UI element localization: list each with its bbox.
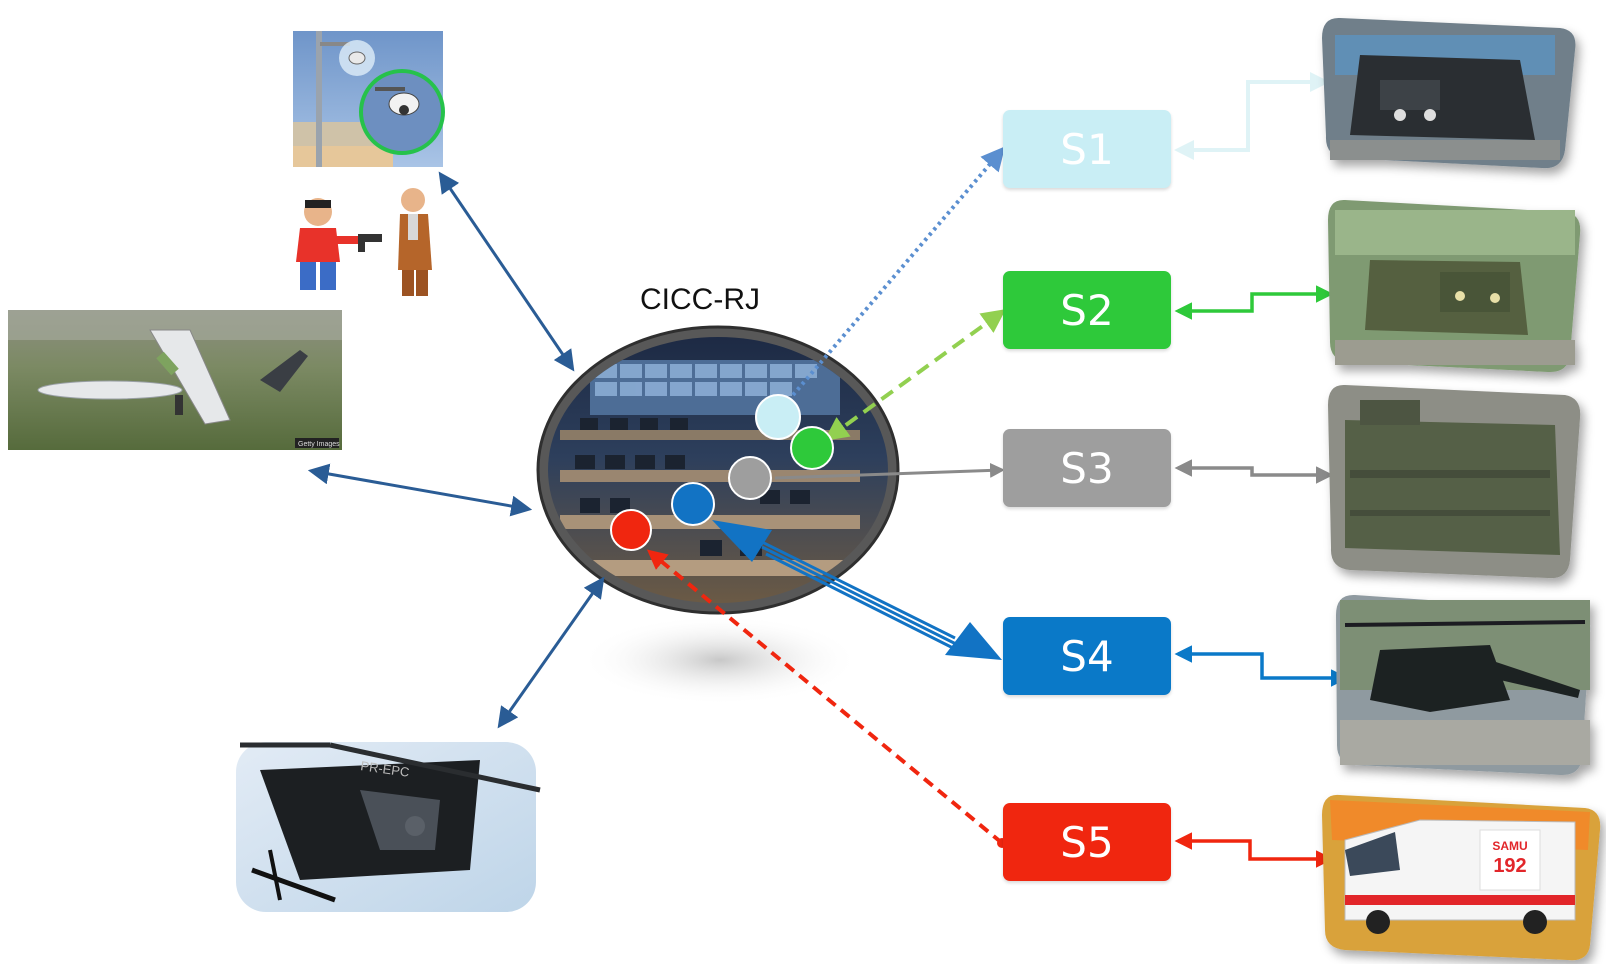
link-s4-vehicle [1174, 645, 1349, 687]
army-trucks-icon [1328, 199, 1581, 373]
link-center-s4 [712, 520, 1002, 660]
link-center-s2 [824, 309, 1006, 441]
amphibious-vehicle-icon [1328, 384, 1581, 579]
ambulance-icon: SAMU 192 [1322, 794, 1601, 961]
ambulance-192-label: 192 [1493, 855, 1526, 877]
link-s2-vehicle [1174, 285, 1334, 320]
link-center-s5 [646, 549, 1004, 845]
link-center-s3 [774, 462, 1005, 480]
cctv-camera-icon [293, 31, 445, 167]
military-helicopter-icon [1336, 594, 1591, 776]
ambulance-samu-label: SAMU [1492, 839, 1527, 853]
dot-s1 [755, 394, 801, 440]
sector-s2-box: S2 [1003, 271, 1171, 349]
link-s3-vehicle [1174, 459, 1334, 484]
sector-s5-box: S5 [1003, 803, 1171, 881]
drone-photo-caption: Getty Images [298, 441, 340, 448]
sector-s1-box: S1 [1003, 110, 1171, 188]
uav-drone-icon: Getty Images [8, 310, 342, 450]
dot-s5 [610, 509, 652, 551]
dot-s3 [728, 456, 772, 500]
link-s1-vehicle [1174, 72, 1330, 160]
dot-s4 [671, 482, 715, 526]
center-title: CICC-RJ [640, 283, 760, 316]
link-drone-center [307, 463, 533, 517]
control-room-hub [536, 325, 900, 615]
robbery-cartoon-icon [296, 188, 432, 296]
dot-s2 [790, 426, 834, 470]
link-center-s1 [791, 146, 1006, 397]
link-helicopter-center [497, 576, 605, 729]
sector-s3-box: S3 [1003, 429, 1171, 507]
sector-s4-box: S4 [1003, 617, 1171, 695]
link-camera-center [438, 171, 575, 372]
police-helicopter-icon: PR-EPC [236, 742, 541, 912]
helicopter-registration: PR-EPC [360, 758, 411, 780]
armored-truck-icon [1322, 17, 1576, 169]
center-floor-shadow [580, 615, 860, 705]
link-s5-vehicle [1174, 832, 1334, 868]
